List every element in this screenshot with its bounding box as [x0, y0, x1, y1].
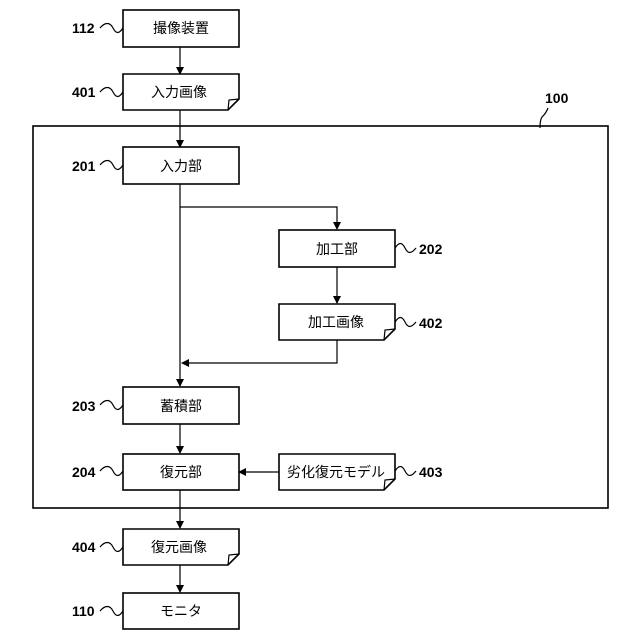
node-monitor-leader [100, 607, 123, 616]
node-degradation-model-label: 劣化復元モデル [287, 464, 385, 481]
node-processed-image-ref: 402 [419, 315, 443, 331]
node-monitor-ref: 110 [72, 603, 95, 619]
node-restored-image-label: 復元画像 [151, 539, 207, 556]
node-monitor-label: モニタ [160, 604, 202, 620]
node-restored-image: 復元画像 404 [72, 529, 239, 565]
node-restored-image-leader [100, 543, 123, 552]
node-degradation-model-ref: 403 [419, 464, 443, 480]
node-restoration-unit-ref: 204 [72, 464, 96, 480]
node-camera-leader [100, 24, 123, 33]
node-input-unit-label: 入力部 [160, 159, 202, 175]
node-processed-image-leader [395, 318, 416, 327]
node-input-image: 入力画像 401 [72, 74, 239, 110]
node-camera-label: 撮像装置 [153, 20, 209, 37]
edge-processed-image-to-main-line [182, 340, 337, 363]
node-processing-unit-label: 加工部 [316, 242, 358, 258]
node-processing-unit: 加工部 202 [279, 230, 443, 267]
system-ref: 100 [545, 90, 569, 106]
node-processed-image-label: 加工画像 [308, 315, 364, 331]
system-ref-leader [540, 108, 548, 128]
node-restoration-unit: 復元部 204 [72, 454, 239, 490]
node-storage-unit-ref: 203 [72, 398, 96, 414]
node-input-image-label: 入力画像 [151, 85, 207, 101]
node-degradation-model-leader [395, 467, 416, 476]
node-processing-unit-ref: 202 [419, 241, 443, 257]
node-storage-unit-leader [100, 401, 123, 410]
node-input-unit: 入力部 201 [72, 147, 239, 184]
node-camera: 撮像装置 112 [72, 10, 239, 47]
node-degradation-model: 劣化復元モデル 403 [279, 454, 443, 490]
node-restoration-unit-label: 復元部 [160, 464, 202, 481]
node-storage-unit-label: 蓄積部 [160, 399, 202, 415]
node-input-image-ref: 401 [72, 84, 96, 100]
node-camera-ref: 112 [72, 20, 95, 36]
node-processed-image: 加工画像 402 [279, 304, 443, 340]
node-input-unit-leader [100, 161, 123, 170]
node-restoration-unit-leader [100, 467, 123, 476]
node-processing-unit-leader [395, 244, 416, 253]
node-input-unit-ref: 201 [72, 158, 96, 174]
edge-input-unit-to-processing-unit [180, 184, 337, 229]
node-restored-image-ref: 404 [72, 539, 96, 555]
node-monitor: モニタ 110 [72, 593, 239, 629]
node-storage-unit: 蓄積部 203 [72, 387, 239, 424]
node-input-image-leader [100, 88, 123, 97]
